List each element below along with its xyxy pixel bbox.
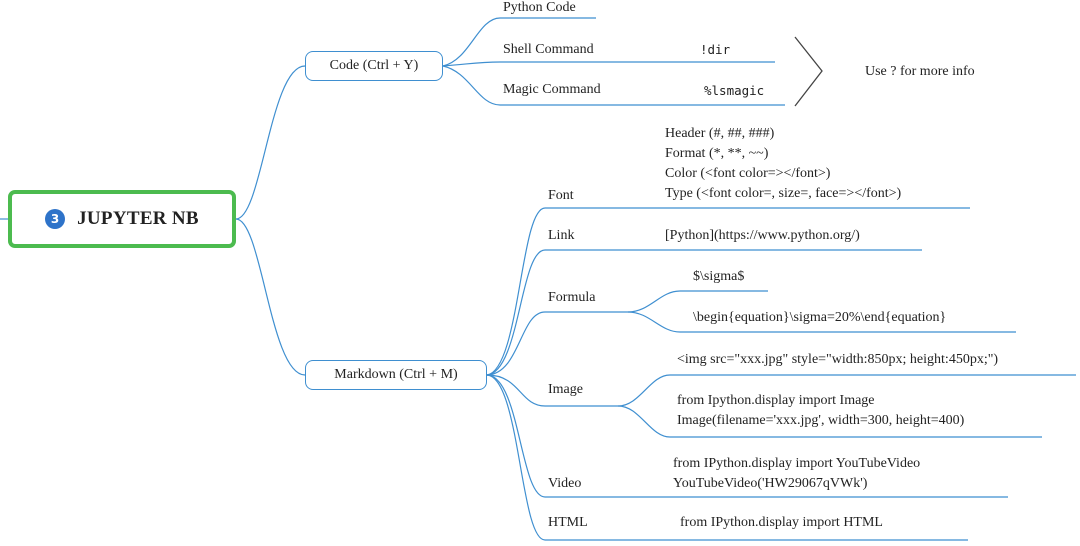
- connector-md-link: [486, 249, 922, 376]
- font-node[interactable]: Font: [548, 188, 574, 203]
- formula-node[interactable]: Formula: [548, 290, 596, 305]
- link-node[interactable]: Link: [548, 228, 575, 243]
- image-code-line2: Image(filename='xxx.jpg', width=300, hei…: [677, 413, 965, 428]
- video-code-line1: from IPython.display import YouTubeVideo: [673, 456, 921, 471]
- markdown-node-label: Markdown (Ctrl + M): [334, 367, 458, 382]
- connector-code-python: [442, 17, 596, 67]
- connector-md-formula: [486, 311, 628, 376]
- shell-command-example: !dir: [700, 42, 731, 57]
- code-node-label: Code (Ctrl + Y): [329, 58, 419, 73]
- info-bracket: [794, 36, 823, 107]
- font-header-line: Header (#, ##, ###): [665, 126, 775, 141]
- connector-md-image: [486, 374, 618, 407]
- connector-image-html: [617, 374, 1076, 407]
- root-node[interactable]: 3 JUPYTER NB: [8, 190, 236, 248]
- font-color-line: Color (<font color=></font>): [665, 166, 831, 181]
- font-type-line: Type (<font color=, size=, face=></font>…: [665, 186, 902, 201]
- info-note: Use ? for more info: [865, 64, 975, 79]
- connector-root-markdown: [235, 218, 306, 376]
- connector-image-code: [617, 405, 1042, 438]
- connector-code-shell: [442, 61, 775, 67]
- markdown-node[interactable]: Markdown (Ctrl + M): [305, 360, 487, 390]
- image-html-example: <img src="xxx.jpg" style="width:850px; h…: [677, 352, 999, 367]
- link-example: [Python](https://www.python.org/): [665, 228, 860, 243]
- formula-inline-example: $\sigma$: [693, 269, 745, 284]
- shell-command-node[interactable]: Shell Command: [503, 42, 594, 57]
- video-code-line2: YouTubeVideo('HW29067qVWk'): [673, 476, 868, 491]
- connector-code-magic: [442, 65, 785, 106]
- image-code-line1: from Ipython.display import Image: [677, 393, 875, 408]
- code-node[interactable]: Code (Ctrl + Y): [305, 51, 443, 81]
- connector-md-video: [486, 374, 1008, 498]
- magic-command-example: %lsmagic: [704, 83, 765, 98]
- html-example: from IPython.display import HTML: [680, 515, 883, 530]
- font-format-line: Format (*, **, ~~): [665, 146, 769, 161]
- connector-md-font: [486, 207, 970, 376]
- connector-formula-block: [627, 311, 1016, 333]
- connector-md-html: [486, 374, 968, 541]
- magic-command-node[interactable]: Magic Command: [503, 82, 601, 97]
- connector-root-code: [235, 65, 306, 220]
- root-title: JUPYTER NB: [77, 208, 199, 229]
- formula-block-example: \begin{equation}\sigma=20%\end{equation}: [693, 310, 947, 325]
- connector-formula-inline: [627, 290, 768, 313]
- root-badge-icon: 3: [45, 209, 66, 229]
- html-node[interactable]: HTML: [548, 515, 588, 530]
- video-node[interactable]: Video: [548, 476, 582, 491]
- image-node[interactable]: Image: [548, 382, 583, 397]
- python-code-node[interactable]: Python Code: [503, 0, 576, 15]
